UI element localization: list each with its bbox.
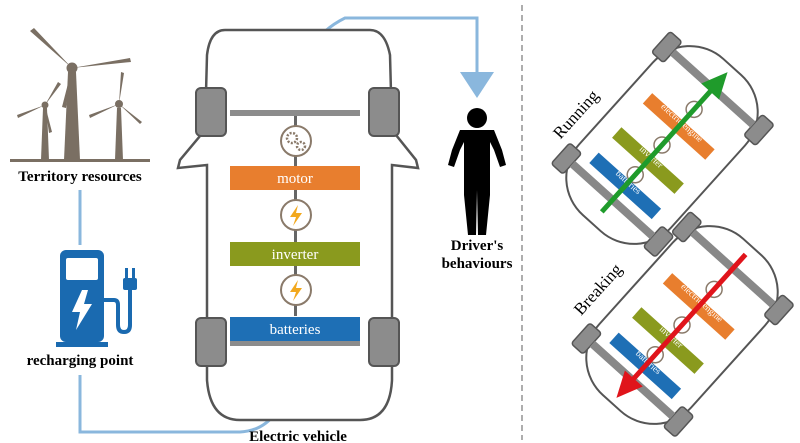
arrow-icon: [460, 72, 494, 98]
lightning-icon: [280, 274, 312, 306]
batteries-box: [230, 317, 360, 341]
vehicle-label: Electric vehicle: [249, 429, 347, 443]
motor-label: motor: [277, 171, 313, 187]
driver-icon: [448, 108, 506, 235]
territory-label: Territory resources: [18, 169, 142, 185]
inverter-box: [230, 242, 360, 266]
driver-label-line2: behaviours: [442, 256, 513, 272]
breaking-car: batteries inverter electric engine: [571, 211, 794, 437]
driver-label-line1: Driver's: [451, 238, 504, 254]
wind-turbine-icon: [10, 28, 150, 162]
lightning-icon: [280, 199, 312, 231]
motor-box: [230, 166, 360, 190]
gear-icon: [280, 125, 312, 157]
charging-station-icon: [56, 250, 137, 347]
running-car: batteries inverter electric engine: [551, 31, 774, 257]
batteries-label: batteries: [270, 322, 321, 338]
recharging-label: recharging point: [27, 353, 134, 369]
inverter-label: inverter: [272, 247, 319, 263]
